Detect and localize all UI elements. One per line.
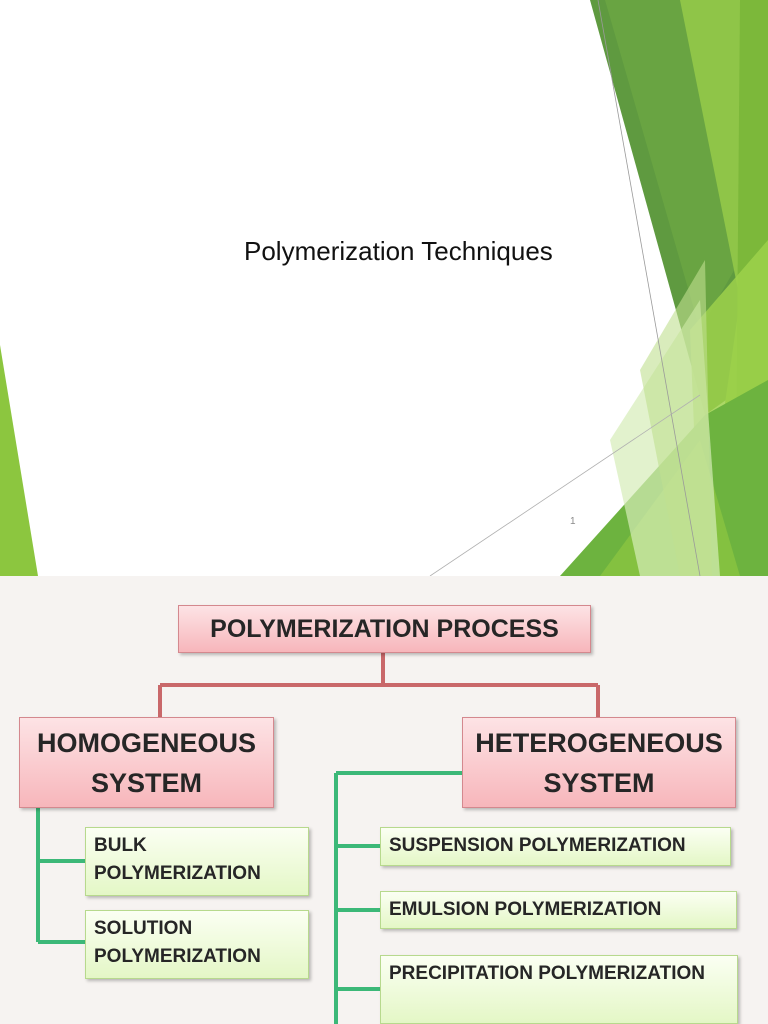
bulk-polymerization-box: BULK POLYMERIZATION (85, 827, 309, 896)
slide-title: Polymerization Techniques (244, 236, 553, 266)
green-chevron-decoration (0, 0, 768, 576)
homogeneous-system-box: HOMOGENEOUS SYSTEM (19, 717, 274, 808)
heterogeneous-system-box: HETEROGENEOUS SYSTEM (462, 717, 736, 808)
solution-polymerization-box: SOLUTION POLYMERIZATION (85, 910, 309, 979)
green-connector-lines-left (36, 808, 85, 944)
suspension-polymerization-box: SUSPENSION POLYMERIZATION (380, 827, 731, 866)
emulsion-polymerization-box: EMULSION POLYMERIZATION (380, 891, 737, 929)
red-connector-lines (158, 653, 600, 717)
polymerization-process-box: POLYMERIZATION PROCESS (178, 605, 591, 653)
precipitation-polymerization-box: PRECIPITATION POLYMERIZATION (380, 955, 738, 1024)
diagram-connectors (36, 653, 600, 1024)
polymerization-process-diagram: POLYMERIZATION PROCESS HOMOGENEOUS SYSTE… (0, 576, 768, 1024)
green-connector-lines-right (334, 771, 462, 1024)
slide-number: 1 (570, 516, 576, 527)
title-slide: Polymerization Techniques 1 (0, 0, 768, 576)
